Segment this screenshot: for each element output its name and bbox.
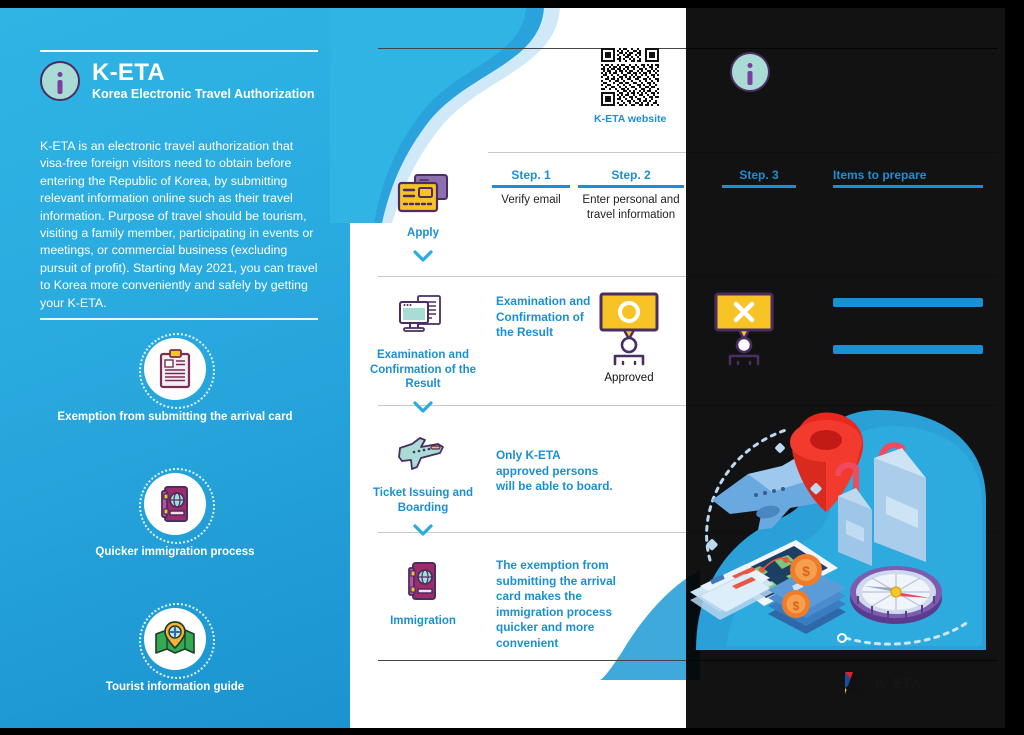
- approved-result-block: Approved: [597, 292, 661, 384]
- flow-label: Examination and Confirmation of the Resu…: [369, 349, 477, 390]
- flow-step-boarding: Ticket Issuing and Boarding: [358, 430, 488, 541]
- passport-icon: [139, 468, 215, 544]
- rejected-cross-card-icon: [714, 292, 774, 366]
- step-title: Step. 3: [739, 168, 779, 182]
- divider-row-1: [378, 276, 998, 277]
- mask-strip-bottom: [0, 728, 1024, 735]
- benefit-label: Tourist information guide: [105, 681, 245, 693]
- flow-label: Apply: [407, 227, 439, 239]
- id-cards-icon: [395, 170, 451, 218]
- step-underline: [578, 185, 684, 188]
- step-underline: [492, 185, 570, 188]
- benefit-item: Exemption from submitting the arrival ca…: [0, 333, 350, 423]
- map-pin-icon: [139, 603, 215, 679]
- chevron-down-icon: [413, 249, 433, 267]
- approved-circle-card-icon: [599, 292, 659, 366]
- svg-text:$: $: [802, 563, 810, 579]
- divider-top: [378, 48, 998, 50]
- travel-isometric-illustration: $ $: [690, 410, 986, 650]
- clipboard-icon: [139, 333, 215, 409]
- benefit-label: Exemption from submitting the arrival ca…: [57, 411, 293, 423]
- benefit-item: Tourist information guide: [0, 603, 350, 693]
- wave-decoration-top: [330, 8, 560, 223]
- mask-strip-top: [0, 0, 1024, 8]
- page-subtitle: Korea Electronic Travel Authorization: [92, 87, 315, 102]
- brand-divider: [40, 50, 318, 52]
- k-eta-logo-subtext: KOREA ELECTRONIC TRAVEL AUTHORIZATION: [928, 673, 985, 693]
- monitor-documents-icon: [396, 292, 450, 340]
- k-eta-logo-text: K-ETA: [875, 674, 923, 692]
- flow-label: Immigration: [390, 615, 456, 627]
- masked-content-bar: [833, 345, 983, 354]
- info-circle-icon-right: [730, 52, 770, 92]
- step-1-header: Step. 1 Verify email: [488, 168, 574, 208]
- wave-decoration-bottom: [600, 570, 700, 680]
- chevron-down-icon: [413, 523, 433, 541]
- flow-step-immigration: Immigration: [358, 558, 488, 629]
- svg-text:$: $: [793, 599, 800, 613]
- step-2-header: Step. 2 Enter personal and travel inform…: [576, 168, 686, 223]
- chevron-down-icon: [413, 400, 433, 418]
- qr-label: K-ETA website: [594, 113, 667, 125]
- step-description: Enter personal and travel information: [582, 194, 680, 221]
- qr-block[interactable]: K-ETA website: [594, 48, 666, 125]
- left-info-panel: K-ETA Korea Electronic Travel Authorizat…: [0, 8, 350, 728]
- step-3-header: Step. 3: [722, 168, 796, 193]
- flow-step-apply: Apply: [358, 170, 488, 267]
- approved-label: Approved: [604, 372, 654, 384]
- step-underline: [722, 185, 796, 188]
- airplane-icon: [394, 430, 452, 478]
- benefit-label: Quicker immigration process: [95, 546, 255, 558]
- k-eta-logo-mark: [845, 672, 863, 694]
- flow-step-examination: Examination and Confirmation of the Resu…: [358, 292, 488, 418]
- brand-header: K-ETA Korea Electronic Travel Authorizat…: [40, 60, 315, 101]
- mask-strip-right: [1005, 0, 1024, 735]
- compass-icon: [850, 566, 942, 624]
- page-title: K-ETA: [92, 59, 166, 86]
- info-circle-icon: [40, 60, 80, 101]
- rejected-result-block: [712, 292, 776, 368]
- step-title: Step. 2: [611, 168, 651, 182]
- description-boarding: Only K-ETA approved persons will be able…: [496, 448, 613, 493]
- masked-content-bar: [833, 298, 983, 307]
- qr-code-icon[interactable]: [601, 48, 660, 106]
- step-description: Verify email: [501, 194, 561, 206]
- passport-immigration-icon: [406, 558, 440, 606]
- description-examination: Examination and Confirmation of the Resu…: [496, 294, 591, 339]
- benefits-divider: [40, 318, 318, 320]
- benefit-item: Quicker immigration process: [0, 468, 350, 558]
- items-underline: [833, 185, 983, 188]
- intro-paragraph: K-ETA is an electronic travel authorizat…: [40, 139, 318, 310]
- step-title: Step. 1: [511, 168, 551, 182]
- items-to-prepare-header: Items to prepare: [833, 168, 983, 193]
- flow-label: Ticket Issuing and Boarding: [372, 487, 474, 514]
- items-title: Items to prepare: [833, 168, 927, 182]
- divider-steps: [488, 152, 998, 153]
- description-immigration: The exemption from submitting the arriva…: [496, 558, 616, 650]
- k-eta-footer-logo: K-ETA KOREA ELECTRONIC TRAVEL AUTHORIZAT…: [843, 670, 984, 696]
